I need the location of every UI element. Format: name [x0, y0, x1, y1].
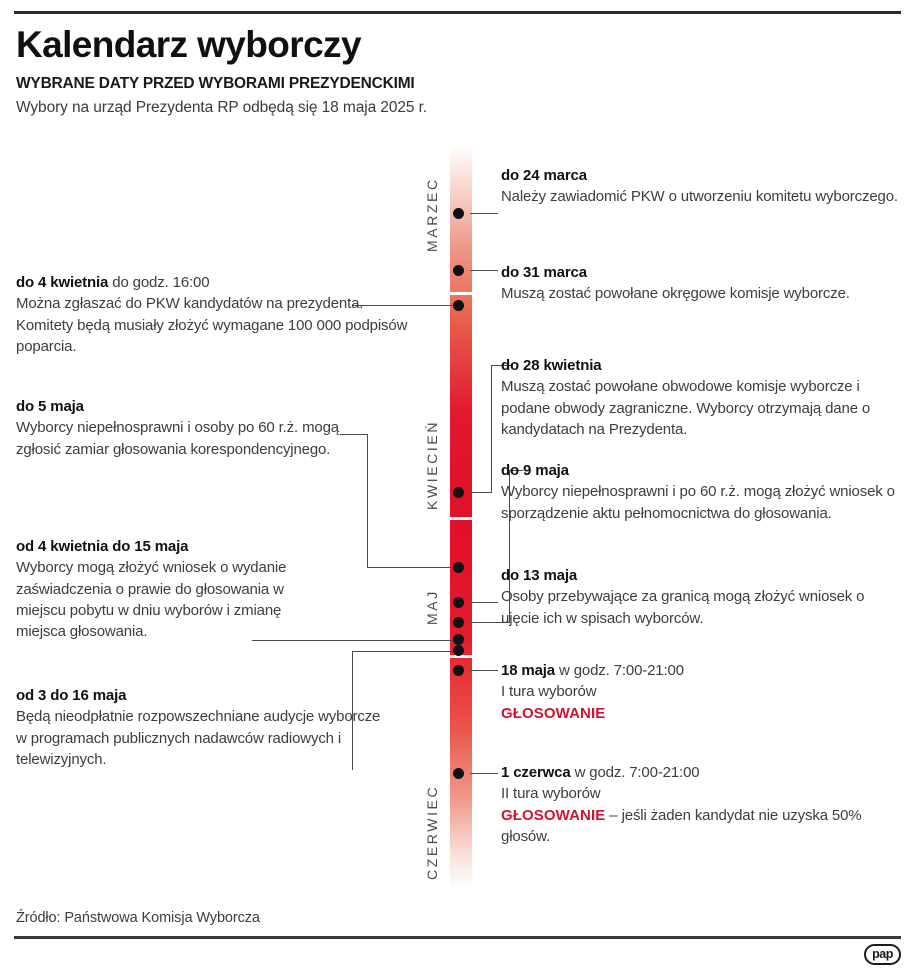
- timeline-entry-13-maja: do 13 maja Osoby przebywające za granicą…: [501, 565, 899, 629]
- month-label-marzec: MARZEC: [424, 177, 440, 252]
- timeline-dot-28-kwietnia[interactable]: [453, 487, 464, 498]
- connector-31-marca: [470, 270, 498, 272]
- month-label-kwiecien: KWIECIEŃ: [424, 419, 440, 510]
- entry-highlight: GŁOSOWANIE: [501, 806, 606, 824]
- connector-28-kwietnia-riser: [491, 365, 493, 493]
- entry-body: Wyborcy niepełnosprawni i po 60 r.ż. mog…: [501, 483, 895, 522]
- entry-date: do 4 kwietnia: [16, 274, 109, 291]
- bottom-divider: [14, 936, 901, 939]
- connector-1-czerwca: [470, 773, 498, 775]
- entry-date: do 28 kwietnia: [501, 357, 602, 374]
- entry-body: Osoby przebywające za granicą mogą złoży…: [501, 588, 865, 627]
- connector-16-maja-riser: [352, 651, 354, 770]
- timeline-entry-31-marca: do 31 marca Muszą zostać powołane okręgo…: [501, 262, 901, 305]
- source-note: Źródło: Państwowa Komisja Wyborcza: [16, 910, 260, 926]
- entry-date: do 9 maja: [501, 462, 569, 479]
- entry-date: od 4 kwietnia do 15 maja: [16, 538, 189, 555]
- timeline-dot-13-maja[interactable]: [453, 617, 464, 628]
- timeline-entry-24-marca: do 24 marca Należy zawiadomić PKW o utwo…: [501, 165, 901, 208]
- entry-body: Muszą zostać powołane obwodowe komisje w…: [501, 378, 871, 438]
- connector-24-marca: [470, 213, 498, 215]
- entry-body: Można zgłaszać do PKW kandydatów na prez…: [16, 295, 408, 355]
- month-separator-kwiecien-maj: [450, 517, 472, 520]
- timeline-dot-9-maja[interactable]: [453, 597, 464, 608]
- entry-highlight: GŁOSOWANIE: [501, 704, 606, 722]
- timeline-dot-1-czerwca[interactable]: [453, 768, 464, 779]
- entry-time: w godz. 7:00-21:00: [555, 662, 684, 679]
- entry-date: do 24 marca: [501, 167, 587, 184]
- timeline-entry-18-maja: 18 maja w godz. 7:00-21:00 I tura wyboró…: [501, 660, 899, 724]
- timeline-entry-9-maja: do 9 maja Wyborcy niepełnosprawni i po 6…: [501, 460, 899, 524]
- entry-body: Wyborcy niepełnosprawni i osoby po 60 r.…: [16, 419, 339, 458]
- page-lede: Wybory na urząd Prezydenta RP odbędą się…: [16, 98, 428, 116]
- timeline-dot-24-marca[interactable]: [453, 208, 464, 219]
- page-subtitle: WYBRANE DATY PRZED WYBORAMI PREZYDENCKIM…: [16, 74, 415, 92]
- entry-date: 18 maja: [501, 662, 555, 679]
- connector-9-maja-riser: [509, 470, 511, 623]
- entry-date: do 5 maja: [16, 398, 84, 415]
- timeline-entry-4-kwietnia: do 4 kwietnia do godz. 16:00 Można zgłas…: [16, 272, 416, 357]
- entry-date: od 3 do 16 maja: [16, 687, 127, 704]
- entry-condition: – jeśli żaden kandydat nie uzyska 50% gł…: [501, 806, 862, 845]
- entry-time: do godz. 16:00: [108, 274, 210, 291]
- timeline-entry-28-kwietnia: do 28 kwietnia Muszą zostać powołane obw…: [501, 355, 899, 440]
- entry-body: Muszą zostać powołane okręgowe komisje w…: [501, 285, 850, 303]
- entry-body: Będą nieodpłatnie rozpowszechniane audyc…: [16, 708, 381, 768]
- connector-5-maja-arm: [340, 434, 368, 436]
- entry-date: 1 czerwca: [501, 764, 571, 781]
- entry-round: I tura wyborów: [501, 683, 597, 701]
- timeline-dot-31-marca[interactable]: [453, 265, 464, 276]
- month-separator-maj-czerwiec: [450, 655, 472, 658]
- entry-round: II tura wyborów: [501, 785, 601, 803]
- connector-28-kwietnia-arm: [491, 365, 513, 367]
- connector-5-maja-stub: [367, 567, 453, 569]
- timeline-dot-16-maja[interactable]: [453, 645, 464, 656]
- pap-logo-icon: pap: [864, 944, 901, 965]
- connector-28-kwietnia-stub: [470, 492, 492, 494]
- entry-date: do 13 maja: [501, 567, 578, 584]
- entry-time: w godz. 7:00-21:00: [570, 764, 700, 781]
- connector-16-maja-stub: [352, 651, 453, 653]
- connector-13-maja: [470, 602, 498, 604]
- timeline-entry-16-maja: od 3 do 16 maja Będą nieodpłatnie rozpow…: [16, 685, 384, 770]
- header: Kalendarz wyborczy WYBRANE DATY PRZED WY…: [16, 24, 716, 117]
- entry-body: Należy zawiadomić PKW o utworzeniu komit…: [501, 188, 898, 206]
- entry-body: Wyborcy mogą złożyć wniosek o wydanie za…: [16, 559, 287, 641]
- timeline-entry-5-maja: do 5 maja Wyborcy niepełnosprawni i osob…: [16, 396, 376, 460]
- timeline-dot-15-maja[interactable]: [453, 634, 464, 645]
- month-label-maj: MAJ: [424, 589, 440, 625]
- month-separator-marzec-kwiecien: [450, 292, 472, 295]
- timeline-dot-18-maja[interactable]: [453, 665, 464, 676]
- connector-9-maja-arm: [509, 470, 523, 472]
- connector-4-kwietnia: [352, 305, 453, 307]
- timeline-dot-4-kwietnia[interactable]: [453, 300, 464, 311]
- connector-9-maja-stub: [470, 622, 510, 624]
- top-divider: [14, 11, 901, 14]
- month-label-czerwiec: CZERWIEC: [424, 784, 440, 880]
- page-title: Kalendarz wyborczy: [16, 24, 362, 65]
- connector-18-maja: [470, 670, 498, 672]
- connector-15-maja: [252, 640, 453, 642]
- timeline-entry-1-czerwca: 1 czerwca w godz. 7:00-21:00 II tura wyb…: [501, 762, 899, 847]
- connector-5-maja-riser: [367, 434, 369, 567]
- entry-date: do 31 marca: [501, 264, 587, 281]
- timeline-dot-5-maja[interactable]: [453, 562, 464, 573]
- timeline-entry-15-maja: od 4 kwietnia do 15 maja Wyborcy mogą zł…: [16, 536, 326, 642]
